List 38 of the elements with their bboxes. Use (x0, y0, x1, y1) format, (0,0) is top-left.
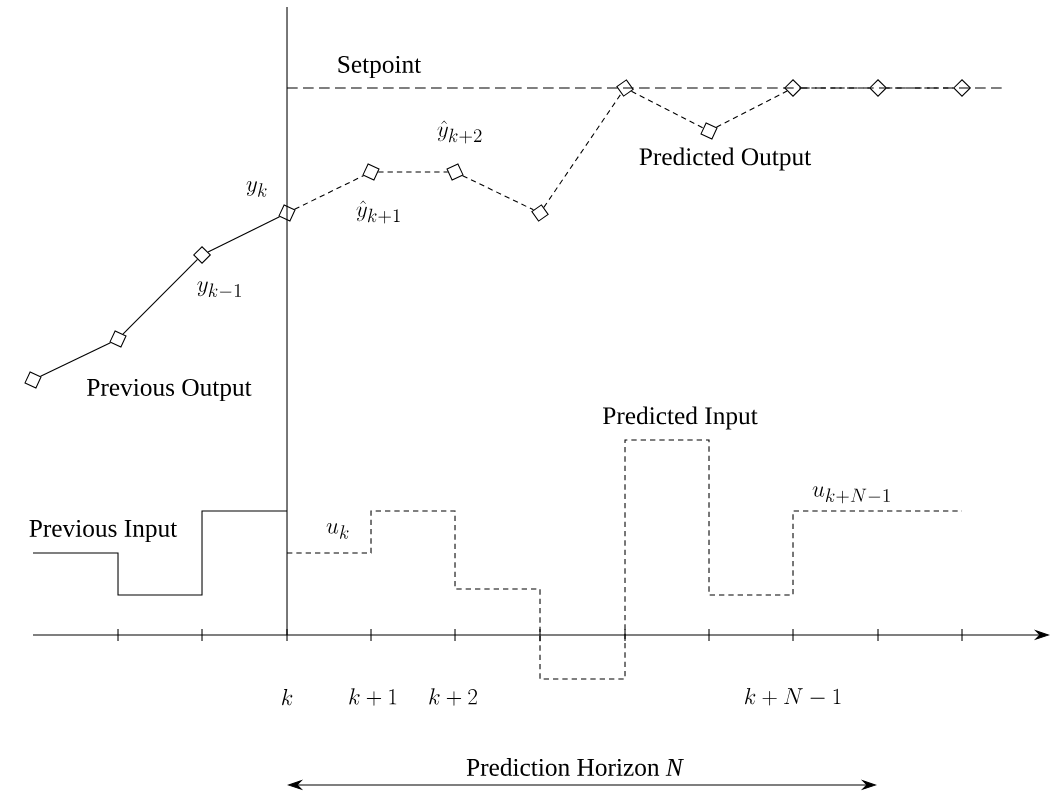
data-marker (784, 79, 802, 97)
tick-label: $k+1$ (349, 688, 397, 706)
math-label: $y_{k-1}$ (197, 281, 241, 298)
tick-label: $k+2$ (429, 688, 477, 706)
trajectory-line (543, 93, 622, 208)
data-marker (446, 163, 464, 181)
tick-label: $k$ (282, 689, 293, 706)
data-marker (24, 371, 42, 389)
tick-label: $k+N-1$ (745, 688, 841, 706)
data-marker (616, 79, 634, 97)
trajectory-line (294, 175, 364, 210)
curve-label: Predicted Output (639, 147, 812, 171)
data-marker (109, 330, 127, 348)
math-label: $u_k$ (326, 523, 349, 539)
data-marker (700, 122, 718, 140)
trajectory-line (122, 258, 199, 335)
axis-title: Prediction Horizon N (466, 758, 684, 776)
math-label: $\hat{y}_{k+1}$ (356, 200, 400, 224)
math-label: $u_{k+N-1}$ (812, 486, 890, 504)
curve-label: Previous Output (87, 378, 252, 402)
data-marker (362, 163, 380, 181)
trajectory-line (801, 87, 870, 89)
data-marker (869, 79, 887, 97)
trajectory-line (630, 90, 704, 129)
math-label: $\hat{y}_{k+2}$ (437, 120, 482, 144)
trajectory-line (886, 87, 954, 89)
data-marker (193, 246, 211, 264)
curve-label: Previous Input (29, 519, 178, 543)
trajectory-line (462, 175, 534, 211)
trajectory-line (40, 342, 111, 377)
data-marker (278, 204, 296, 222)
curve-label: Setpoint (338, 55, 422, 79)
data-marker (953, 79, 971, 97)
trajectory-line (207, 216, 281, 253)
data-marker (531, 204, 549, 222)
curve-label: Predicted Input (603, 406, 758, 430)
trajectory-line (715, 90, 788, 128)
math-label: $y_k$ (246, 181, 267, 197)
